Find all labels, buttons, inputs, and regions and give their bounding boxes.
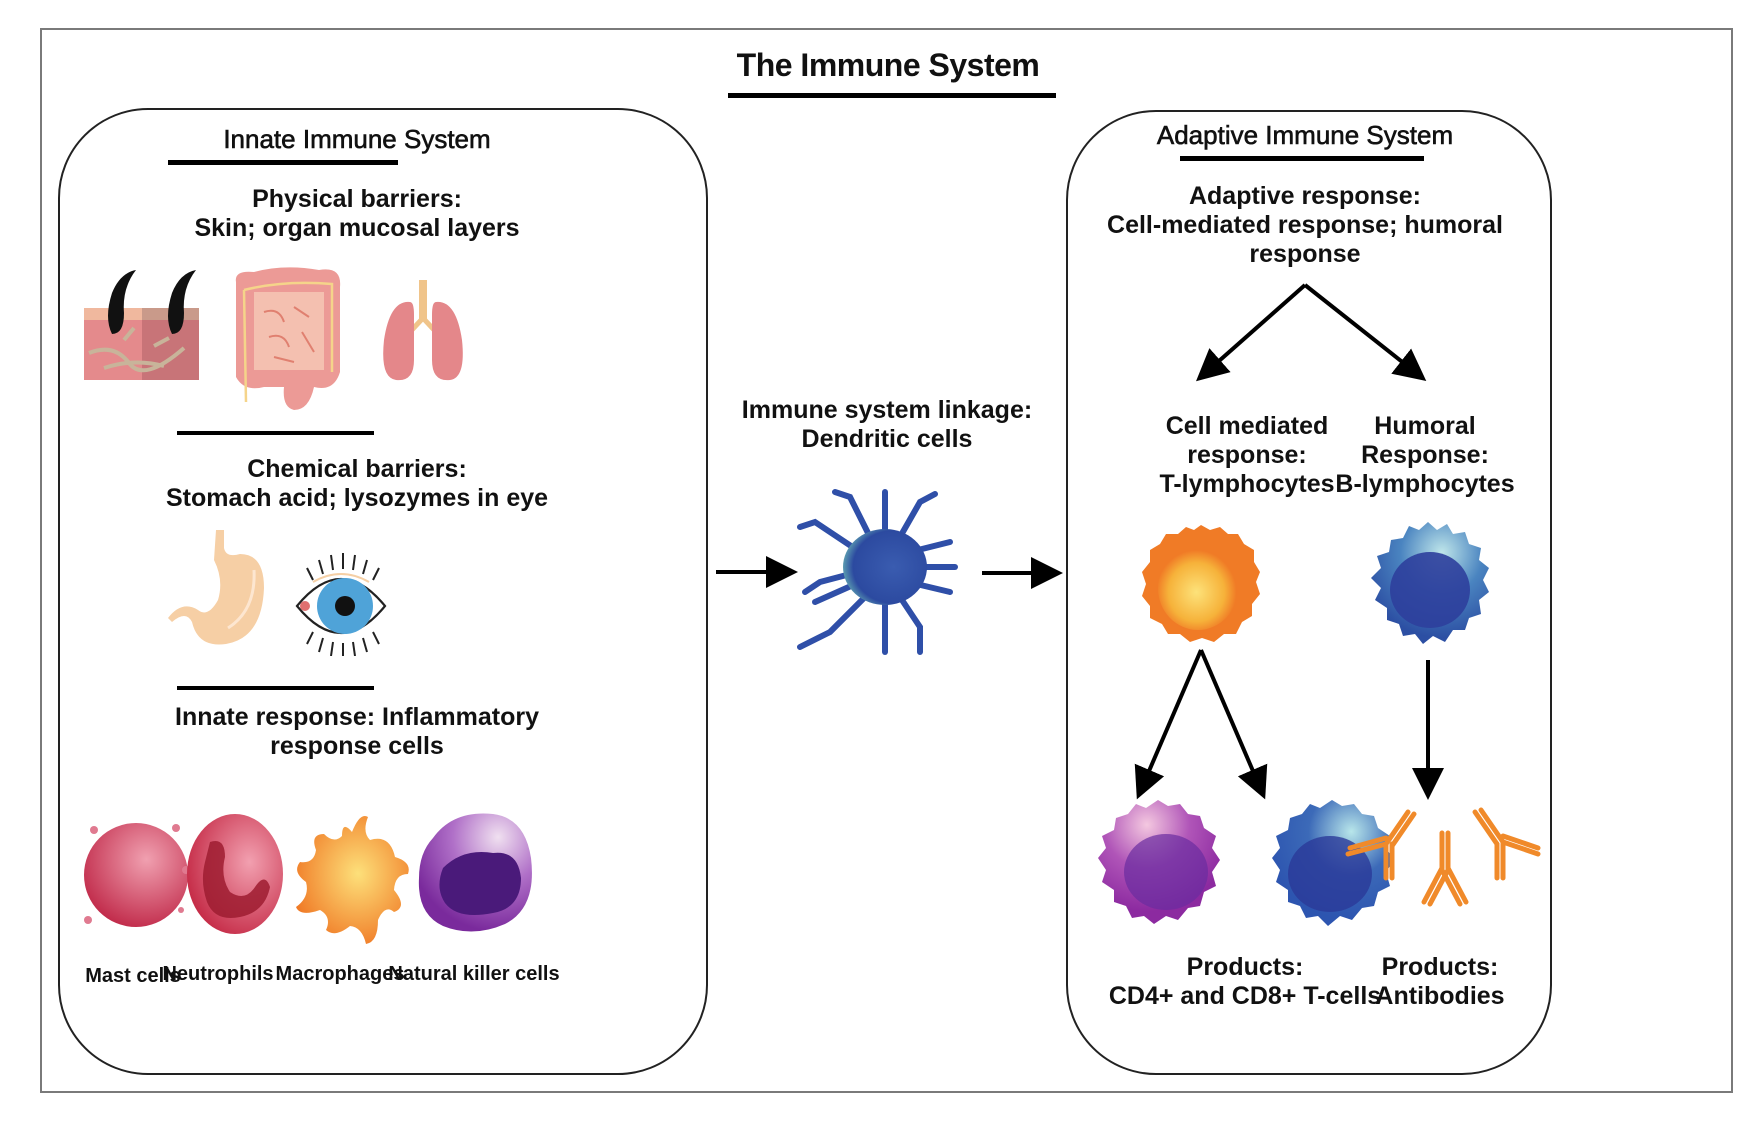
t-products-line1: Products: [1186, 953, 1304, 981]
intestine-icon [235, 267, 341, 410]
humoral-line2: Response: [1361, 441, 1489, 469]
chemical-barriers-line1: Chemical barriers: [247, 455, 467, 483]
cd4-t-cell-icon [1098, 800, 1220, 924]
skin-icon [84, 270, 199, 380]
eye-icon [295, 553, 387, 656]
main-title: The Immune System [736, 47, 1040, 83]
mast-cell-icon [84, 823, 190, 927]
nk-cell-icon [418, 813, 532, 932]
cell-label-neutrophils: Neutrophils [162, 963, 274, 985]
physical-barriers-line1: Physical barriers: [252, 185, 462, 213]
innate-response-heading: Innate response: Inflammatory response c… [175, 703, 539, 761]
adaptive-title-underline [1180, 156, 1424, 161]
arrow-to-cd8 [1199, 649, 1268, 800]
divider-1 [177, 431, 374, 435]
cell-label-mast: Mast cells [85, 965, 181, 987]
innate-response-line1: Innate response: Inflammatory [175, 703, 539, 731]
stomach-icon [168, 530, 264, 645]
t-lymphocyte-icon [1142, 525, 1260, 642]
humoral-line1: Humoral [1374, 412, 1476, 440]
b-products-line1: Products: [1381, 953, 1499, 981]
cell-mediated-line2: response: [1187, 441, 1307, 469]
b-products-heading: Products: Antibodies [1375, 953, 1504, 1011]
neutrophil-icon [187, 814, 283, 934]
linkage-line2: Dendritic cells [801, 425, 973, 453]
cell-label-macrophages: Macrophages [275, 963, 405, 985]
humoral-line3: B-lymphocytes [1335, 470, 1515, 498]
lungs-icon [383, 280, 463, 381]
chemical-barriers-line2: Stomach acid; lysozymes in eye [165, 484, 549, 512]
chemical-barriers-heading: Chemical barriers: Stomach acid; lysozym… [166, 455, 548, 513]
divider-2 [177, 686, 374, 690]
innate-response-line2: response cells [270, 732, 444, 760]
cell-mediated-heading: Cell mediated response: T-lymphocytes [1159, 412, 1334, 499]
innate-title-underline [168, 160, 398, 165]
adaptive-response-line2: Cell-mediated response; humoral [1107, 211, 1503, 239]
antibody-icon [1345, 807, 1541, 907]
t-products-heading: Products: CD4+ and CD8+ T-cells [1109, 953, 1381, 1011]
b-products-line2: Antibodies [1375, 982, 1505, 1010]
physical-barriers-line2: Skin; organ mucosal layers [194, 214, 520, 242]
diagram-frame [40, 28, 1733, 1093]
linkage-line1: Immune system linkage: [741, 396, 1033, 424]
t-products-line2: CD4+ and CD8+ T-cells [1108, 982, 1382, 1010]
humoral-heading: Humoral Response: B-lymphocytes [1335, 412, 1514, 499]
physical-barriers-heading: Physical barriers: Skin; organ mucosal l… [194, 185, 519, 243]
innate-title: Innate Immune System [223, 124, 491, 154]
arrow-to-cell-mediated [1196, 283, 1307, 382]
adaptive-response-line1: Adaptive response: [1188, 182, 1421, 210]
cell-mediated-line1: Cell mediated [1165, 412, 1329, 440]
cell-label-nk: Natural killer cells [388, 963, 560, 985]
macrophage-icon [296, 816, 409, 944]
adaptive-title: Adaptive Immune System [1156, 120, 1454, 150]
main-title-underline [728, 93, 1056, 98]
cell-mediated-line3: T-lymphocytes [1159, 470, 1335, 498]
b-lymphocyte-icon [1371, 522, 1489, 644]
linkage-heading: Immune system linkage: Dendritic cells [742, 396, 1032, 454]
adaptive-response-line3: response [1249, 240, 1361, 268]
arrow-to-humoral [1303, 283, 1427, 381]
dendritic-cell-icon [797, 489, 958, 655]
arrow-to-cd4 [1134, 649, 1203, 800]
adaptive-response-heading: Adaptive response: Cell-mediated respons… [1107, 182, 1503, 269]
